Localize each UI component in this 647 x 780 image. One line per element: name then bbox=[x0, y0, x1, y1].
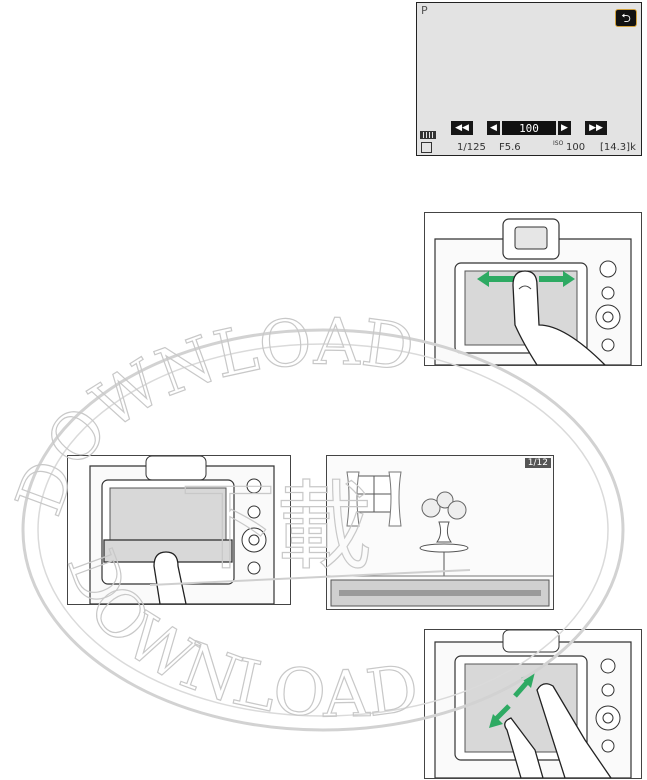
swipe-illustration bbox=[424, 212, 642, 366]
scrollbar-touch-illustration bbox=[67, 455, 291, 605]
rewind-button[interactable]: ◀◀ bbox=[451, 121, 473, 135]
iso-label: ISO bbox=[553, 140, 564, 147]
shooting-mode: P bbox=[421, 4, 428, 17]
iso-value: 100 bbox=[566, 141, 586, 153]
playback-scene-illustration: 1/12 bbox=[326, 455, 554, 610]
shutter-speed: 1/125 bbox=[457, 141, 486, 153]
fast-forward-button[interactable]: ▶▶ bbox=[585, 121, 607, 135]
battery-icon bbox=[420, 131, 436, 139]
decrease-button[interactable]: ◀ bbox=[487, 121, 500, 135]
camera-lcd-screen: P ⮌ ◀◀ ◀ 100 ▶ ▶▶ 1/125 F5.6 ISO 100 [14… bbox=[416, 2, 642, 156]
aperture: F5.6 bbox=[499, 141, 521, 153]
pinch-zoom-illustration bbox=[424, 629, 642, 779]
setting-value: 100 bbox=[502, 121, 556, 135]
increase-button[interactable]: ▶ bbox=[558, 121, 571, 135]
frames-remaining: [14.3]k bbox=[600, 141, 636, 153]
metering-icon bbox=[421, 142, 432, 153]
status-bar: 1/125 F5.6 ISO 100 [14.3]k bbox=[417, 139, 641, 155]
return-icon[interactable]: ⮌ bbox=[615, 9, 637, 27]
frame-counter: 1/12 bbox=[524, 458, 551, 468]
value-control-bar: ◀◀ ◀ 100 ▶ ▶▶ bbox=[419, 120, 639, 136]
